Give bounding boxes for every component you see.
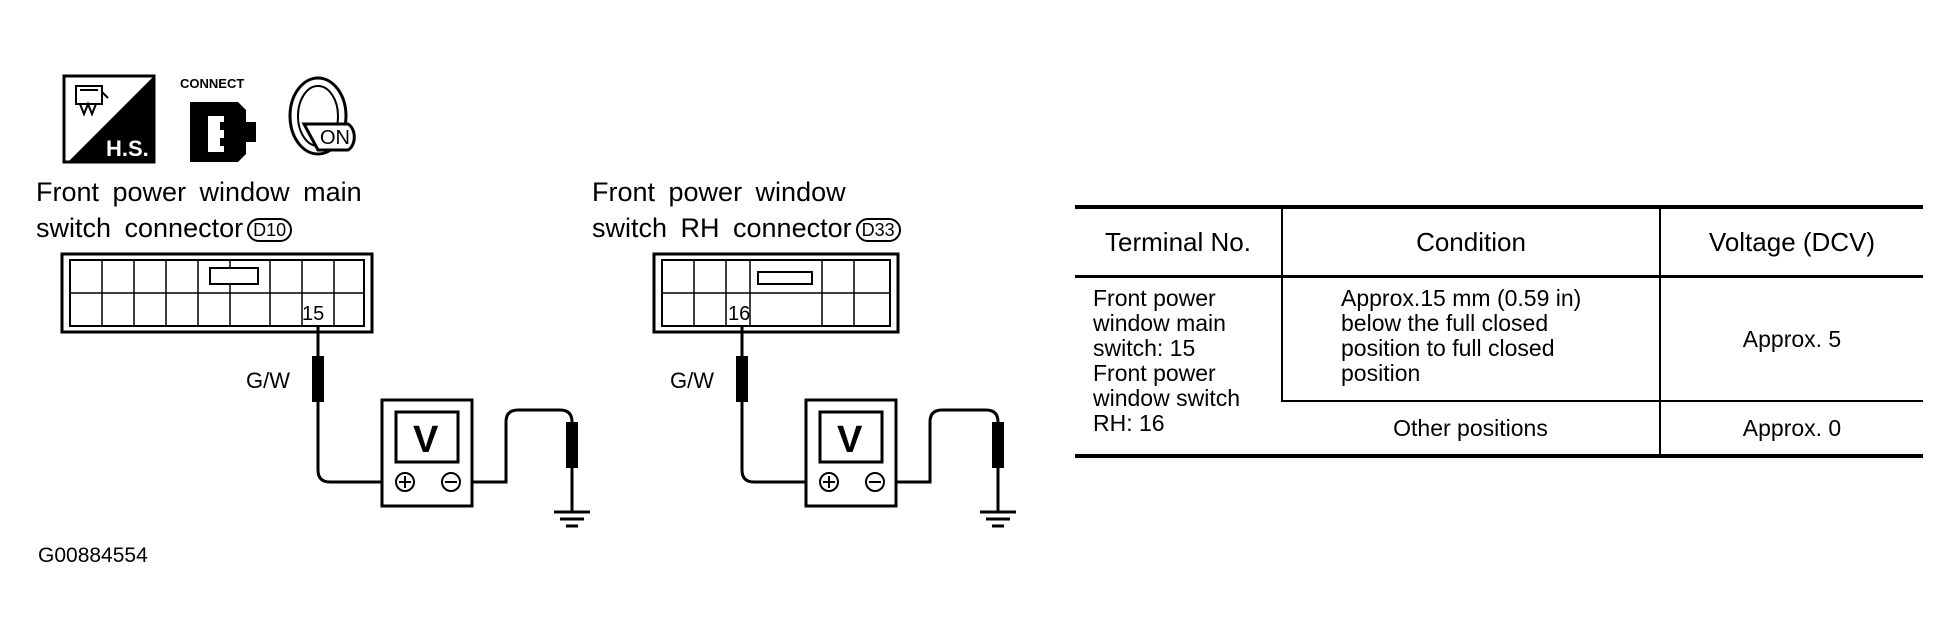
condition-line: position [1341, 360, 1421, 386]
figure-id: G00884554 [38, 544, 148, 567]
svg-text:H.S.: H.S. [106, 136, 149, 161]
right-voltmeter-label: V [837, 419, 863, 461]
terminal-line: window switch [1093, 385, 1240, 411]
condition-cell: Other positions [1393, 414, 1548, 441]
voltage-cell: Approx. 5 [1659, 276, 1923, 402]
left-connector-id-badge: D10 [247, 217, 293, 242]
left-terminal-number: 15 [302, 303, 324, 325]
terminal-cell: Front power window main switch: 15 Front… [1075, 277, 1282, 457]
table-row: Other positions Approx. 0 [1075, 401, 1923, 456]
ignition-on-icon: ON [288, 76, 356, 156]
left-circuit-diagram: 15 G/W V [60, 252, 590, 528]
condition-cell: Approx.15 mm (0.59 in) below the full cl… [1281, 276, 1660, 402]
condition-line: position to full closed [1341, 335, 1555, 361]
header-condition: Condition [1281, 207, 1660, 278]
svg-text:CONNECT: CONNECT [180, 76, 244, 91]
right-terminal-number: 16 [728, 303, 750, 325]
left-wire-color-marker [312, 356, 324, 402]
right-wire-color-label: G/W [670, 368, 714, 393]
terminal-line: window main [1093, 310, 1226, 336]
right-voltmeter: V [804, 398, 898, 508]
procedure-icons: H.S. CONNECT ON [62, 74, 356, 164]
right-circuit-diagram: 16 G/W V [652, 252, 1016, 528]
right-title-line1: Front power window [592, 177, 846, 207]
terminal-line: switch: 15 [1093, 335, 1196, 361]
condition-line: Approx.15 mm (0.59 in) [1341, 285, 1582, 311]
left-voltmeter: V [380, 398, 474, 508]
right-connector-face [652, 252, 900, 334]
left-title-line1: Front power window main [36, 177, 362, 207]
terminal-line: Front power [1093, 360, 1216, 386]
left-voltmeter-label: V [413, 419, 439, 461]
left-ground-symbol [554, 422, 590, 528]
right-wire-color-marker [736, 356, 748, 402]
right-title-line2: switch RH connector [592, 213, 852, 243]
voltage-spec-table: Terminal No. Condition Voltage (DCV) Fro… [1075, 205, 1923, 458]
header-voltage: Voltage (DCV) [1659, 207, 1923, 278]
left-wire [316, 326, 574, 512]
terminal-line: RH: 16 [1093, 410, 1165, 436]
header-terminal: Terminal No. [1075, 207, 1282, 278]
left-connector-title: Front power window main switch connector… [36, 174, 362, 246]
harness-hs-icon: H.S. [62, 74, 156, 164]
right-ground-symbol [980, 422, 1016, 528]
condition-line: below the full closed [1341, 310, 1549, 336]
right-wire [740, 326, 1000, 512]
connect-icon: CONNECT [180, 76, 256, 162]
svg-text:ON: ON [320, 127, 350, 149]
left-title-line2: switch connector [36, 213, 244, 243]
table-header-row: Terminal No. Condition Voltage (DCV) [1075, 207, 1923, 278]
terminal-line: Front power [1093, 285, 1216, 311]
left-wire-color-label: G/W [246, 368, 290, 393]
right-connector-id-badge: D33 [855, 217, 901, 242]
left-connector-face [60, 252, 374, 334]
table-row: Front power window main switch: 15 Front… [1075, 276, 1923, 436]
voltage-cell: Approx. 0 [1659, 401, 1923, 456]
